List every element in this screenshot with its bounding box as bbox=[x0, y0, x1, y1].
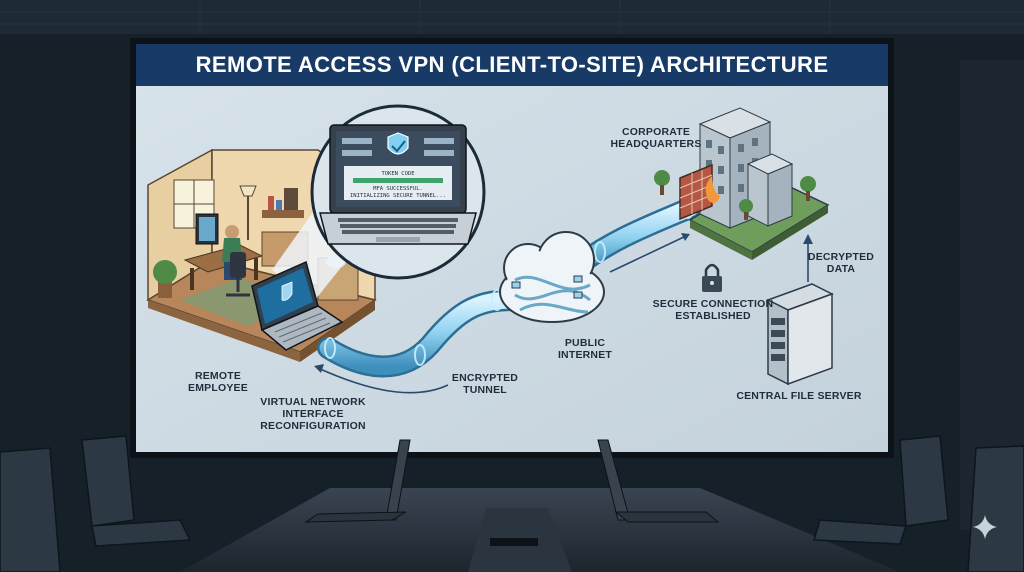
laptop-left bbox=[304, 439, 411, 523]
label-public-internet: PUBLIC INTERNET bbox=[557, 337, 613, 361]
headquarters-illustration bbox=[654, 107, 830, 260]
check-mark bbox=[391, 140, 406, 153]
chairs-right bbox=[813, 435, 1024, 572]
padlock-icon bbox=[702, 263, 722, 292]
title-bar bbox=[136, 44, 888, 86]
flow-arrows bbox=[317, 235, 809, 394]
chairs-left bbox=[0, 435, 192, 572]
laptop-shield-icon bbox=[281, 281, 293, 301]
label-corporate-hq: CORPORATE HEADQUARTERS bbox=[610, 126, 702, 150]
mfa-status-line-1: MFA SUCCESSFUL. bbox=[373, 186, 423, 192]
label-encrypted-tunnel: ENCRYPTED TUNNEL bbox=[451, 372, 519, 396]
ceiling-grid bbox=[0, 0, 1024, 34]
token-code-label: TOKEN CODE bbox=[381, 171, 415, 177]
laptop-foreground bbox=[251, 260, 344, 351]
label-remote-employee: REMOTE EMPLOYEE bbox=[188, 370, 248, 394]
shield-check-icon bbox=[387, 132, 409, 155]
encrypted-tunnel-left bbox=[319, 291, 524, 375]
label-decrypted-data: DECRYPTED DATA bbox=[807, 251, 875, 275]
ceiling bbox=[0, 0, 1024, 34]
table-port bbox=[490, 538, 538, 546]
slide-title: REMOTE ACCESS VPN (CLIENT-TO-SITE) ARCHI… bbox=[195, 52, 829, 77]
arrow-heads bbox=[314, 233, 813, 373]
cloud-icon bbox=[499, 231, 605, 323]
label-central-file-server: CENTRAL FILE SERVER bbox=[736, 390, 862, 402]
zoom-circle bbox=[310, 104, 486, 280]
laptop-right bbox=[597, 439, 720, 523]
sparkle-icon bbox=[973, 515, 997, 539]
label-virtual-network: VIRTUAL NETWORK INTERFACE RECONFIGURATIO… bbox=[260, 396, 366, 432]
label-secure-connection: SECURE CONNECTION ESTABLISHED bbox=[652, 298, 774, 322]
server-rack-icon bbox=[766, 283, 834, 386]
mfa-status-line-2: INITIALIZING SECURE TUNNEL... bbox=[349, 193, 447, 199]
firewall-icon bbox=[679, 163, 720, 221]
